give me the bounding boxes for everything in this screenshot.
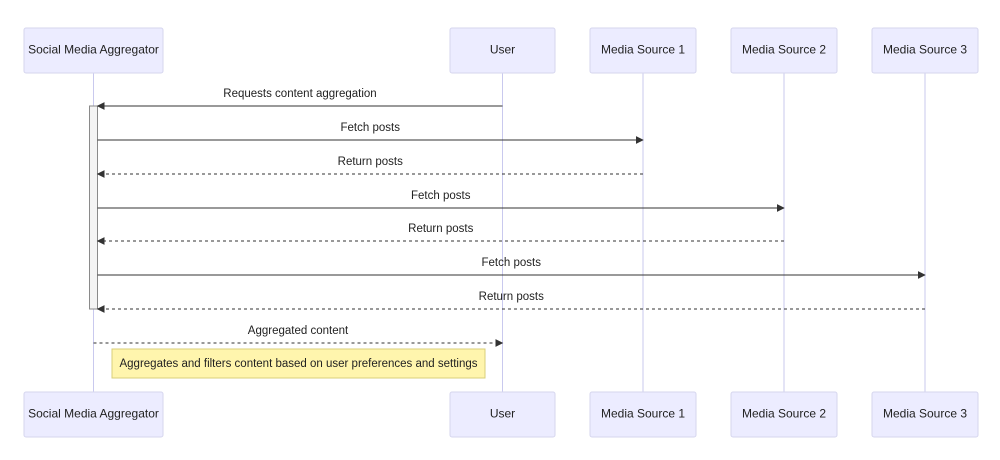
participant-label: Media Source 1 xyxy=(601,407,685,421)
participant-label: Media Source 2 xyxy=(742,43,826,57)
participant-aggregator-bottom: Social Media Aggregator xyxy=(23,391,164,438)
actors-top: Social Media Aggregator User Media Source … xyxy=(23,27,979,74)
participant-box xyxy=(23,27,164,74)
participant-box xyxy=(871,27,979,74)
note-layer: Aggregates and filters content based on … xyxy=(111,348,486,379)
activation-bar xyxy=(89,105,98,310)
participant-label: Media Source 1 xyxy=(601,43,685,57)
message-label: Aggregated content xyxy=(248,325,349,337)
note-box xyxy=(111,348,486,379)
activation-layer xyxy=(89,105,98,310)
participant-box xyxy=(449,27,556,74)
participant-box xyxy=(589,391,697,438)
message-label: Return posts xyxy=(479,291,544,303)
participant-label: Social Media Aggregator xyxy=(28,43,159,57)
participant-box xyxy=(730,27,838,74)
participant-label: Social Media Aggregator xyxy=(28,407,159,421)
note: Aggregates and filters content based on … xyxy=(111,348,486,379)
message-label: Fetch posts xyxy=(482,257,542,269)
participant-src3-bottom: Media Source 3 xyxy=(871,391,979,438)
message-5: Return posts xyxy=(96,223,784,245)
message-4: Fetch posts xyxy=(97,190,785,212)
participant-label: Media Source 3 xyxy=(883,43,967,57)
participant-src1-bottom: Media Source 1 xyxy=(589,391,697,438)
participant-label: Media Source 3 xyxy=(883,407,967,421)
participant-box xyxy=(589,27,697,74)
participant-label: User xyxy=(490,407,515,421)
lifelines xyxy=(93,73,926,392)
participant-box xyxy=(23,391,164,438)
message-label: Return posts xyxy=(338,156,403,168)
participant-box xyxy=(730,391,838,438)
participant-aggregator-top: Social Media Aggregator xyxy=(23,27,164,74)
message-1: Requests content aggregation xyxy=(96,88,503,110)
participant-label: Media Source 2 xyxy=(742,407,826,421)
participant-label: User xyxy=(490,43,515,57)
message-7: Return posts xyxy=(96,291,925,313)
message-label: Fetch posts xyxy=(341,122,401,134)
message-6: Fetch posts xyxy=(97,257,926,279)
participant-user-bottom: User xyxy=(449,391,556,438)
message-label: Requests content aggregation xyxy=(223,88,376,100)
participant-src1-top: Media Source 1 xyxy=(589,27,697,74)
participant-user-top: User xyxy=(449,27,556,74)
message-label: Return posts xyxy=(408,223,473,235)
message-label: Fetch posts xyxy=(411,190,471,202)
actors-bottom: Social Media Aggregator User Media Source … xyxy=(23,391,979,438)
participant-src2-top: Media Source 2 xyxy=(730,27,838,74)
message-2: Fetch posts xyxy=(97,122,644,144)
note-text: Aggregates and filters content based on … xyxy=(119,358,477,370)
message-3: Return posts xyxy=(96,156,643,178)
participant-box xyxy=(871,391,979,438)
participant-src2-bottom: Media Source 2 xyxy=(730,391,838,438)
message-8: Aggregated content xyxy=(93,325,504,347)
participant-box xyxy=(449,391,556,438)
participant-src3-top: Media Source 3 xyxy=(871,27,979,74)
